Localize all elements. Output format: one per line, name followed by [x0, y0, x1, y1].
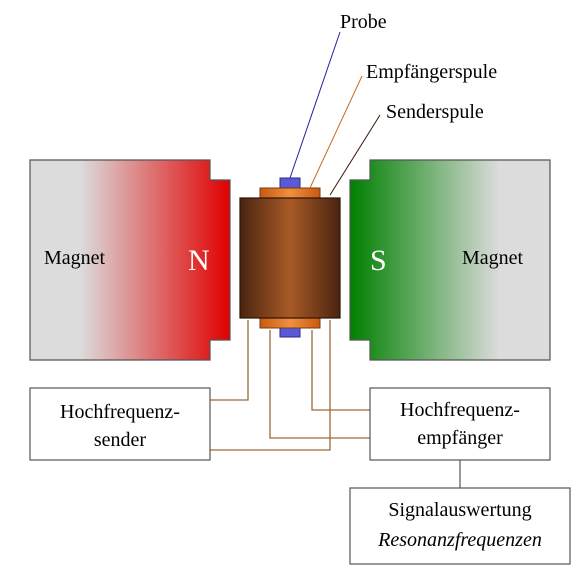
- receiver-coil-label: Empfängerspule: [366, 61, 497, 83]
- evaluation-box-line2: Resonanzfrequenzen: [377, 529, 542, 551]
- receiver-box-line1: Hochfrequenz-: [400, 399, 520, 421]
- receiver-coil-bottom: [259, 317, 321, 329]
- magnet-north: [29, 159, 231, 361]
- magnet-south: [349, 159, 551, 361]
- receiver-box-line2: empfänger: [417, 427, 503, 449]
- sender-coil: [239, 197, 341, 319]
- probe-leader: [289, 31, 341, 179]
- sender-box-line1: Hochfrequenz-: [60, 401, 180, 423]
- magnet-right-label: Magnet: [462, 247, 524, 269]
- sender-coil-label: Senderspule: [386, 101, 484, 123]
- sender-box: [29, 387, 211, 461]
- magnet-left-label: Magnet: [44, 247, 106, 269]
- probe-label: Probe: [340, 11, 387, 33]
- receiver-coil-leader: [309, 75, 363, 189]
- evaluation-box-line1: Signalauswertung: [388, 499, 531, 521]
- evaluation-box: [349, 487, 571, 565]
- receiver-coil-top: [259, 187, 321, 199]
- north-pole-label: N: [188, 244, 210, 277]
- receiver-box: [369, 387, 551, 461]
- sender-coil-leader: [329, 114, 381, 196]
- sender-box-line2: sender: [94, 429, 147, 451]
- south-pole-label: S: [370, 244, 387, 277]
- wires: [210, 320, 370, 451]
